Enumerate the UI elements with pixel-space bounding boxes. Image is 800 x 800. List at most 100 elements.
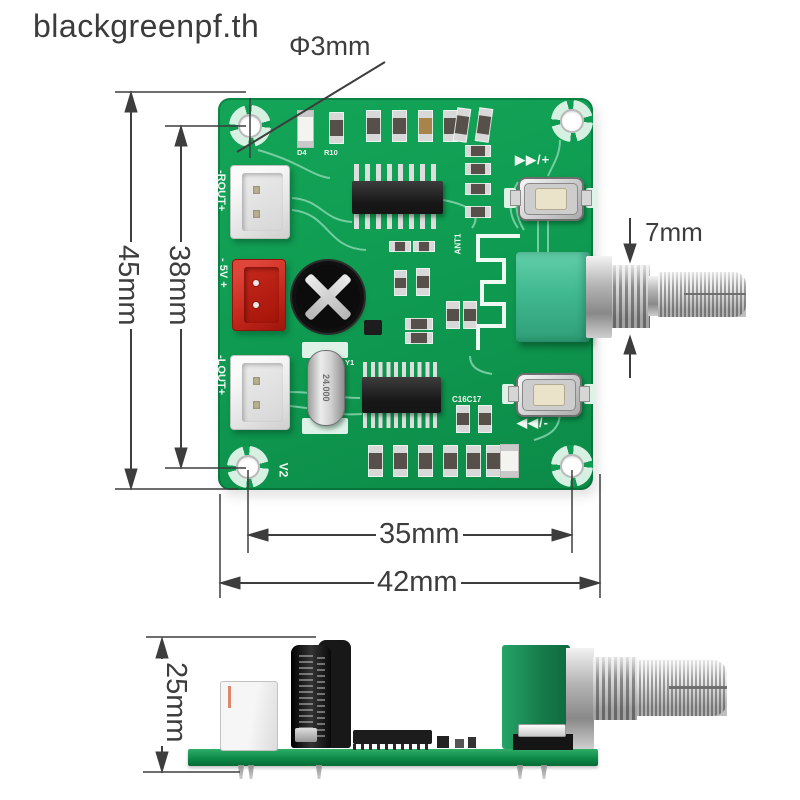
- smd-component: [465, 163, 491, 175]
- mounting-hole-bottom-right: [551, 445, 593, 487]
- crystal-oscillator: 24.000: [307, 350, 345, 426]
- ic1-pins: [354, 164, 442, 182]
- smd-component: [465, 145, 491, 157]
- potentiometer-side-thread: [593, 657, 637, 720]
- silkscreen-ant1-label: ANT1: [453, 233, 463, 255]
- dim-hole-pitch-35mm: 35mm: [376, 519, 463, 550]
- smd-component: [368, 445, 383, 477]
- smd-component: [418, 110, 433, 142]
- dim-board-height-45mm: 45mm: [112, 242, 144, 329]
- capacitor-print: [317, 653, 325, 737]
- button-side-plate: [518, 724, 566, 737]
- through-hole-pin: [541, 765, 547, 779]
- small-component-side: [455, 739, 464, 748]
- through-hole-pin: [248, 765, 254, 779]
- smd-component: [413, 241, 435, 252]
- connector-pin: [253, 280, 259, 286]
- dim-hole-diameter: Φ3mm: [286, 32, 374, 61]
- ic2-pins: [363, 413, 441, 428]
- dim-shaft-7mm: 7mm: [642, 218, 706, 246]
- smd-capacitor-c16: [456, 405, 470, 433]
- smd-diode: [500, 444, 519, 478]
- button-side-base: [513, 734, 573, 750]
- potentiometer-body: [516, 252, 590, 342]
- smd-component: [405, 332, 433, 344]
- connector-recess: [244, 267, 279, 323]
- ic2-pins: [363, 362, 441, 377]
- smd-component: [416, 268, 430, 296]
- ic-side-pins: [353, 744, 432, 750]
- smd-component: [366, 110, 381, 142]
- smd-component: [465, 183, 491, 195]
- through-hole-pin: [517, 765, 523, 779]
- silkscreen-r10-label: R10: [324, 148, 338, 157]
- connector-side-view: [220, 681, 278, 751]
- connector-pin: [253, 377, 260, 385]
- smd-component: [389, 241, 411, 252]
- mounting-hole-top-left: [229, 105, 271, 147]
- smd-component: [418, 445, 433, 477]
- connector-marking: [228, 686, 231, 708]
- next-volume-up-button: [510, 177, 592, 221]
- capacitor-print: [299, 655, 313, 735]
- smd-component: [405, 318, 433, 330]
- smd-component: [486, 445, 501, 477]
- dim-side-height-25mm: 25mm: [160, 659, 192, 746]
- shaft-slot: [684, 293, 746, 295]
- dim-board-width-42mm: 42mm: [374, 567, 461, 598]
- potentiometer-side-frame: [566, 648, 594, 749]
- potentiometer-knurled-shaft: [658, 272, 746, 317]
- silkscreen-lout-label: -LOUT+: [215, 355, 227, 396]
- button-contact: [579, 386, 590, 402]
- mounting-hole-top-right: [551, 100, 593, 142]
- pcb-board-side-view: [188, 749, 598, 766]
- electrolytic-capacitor: [296, 265, 360, 329]
- potentiometer-shaft-neck: [648, 276, 660, 316]
- smd-component: [463, 301, 477, 329]
- button-contact: [510, 190, 521, 206]
- smd-led-d4: [297, 110, 314, 148]
- connector-pin: [253, 302, 259, 308]
- dim-hole-pitch-38mm: 38mm: [163, 242, 195, 329]
- smd-component: [466, 445, 481, 477]
- smd-component: [392, 110, 407, 142]
- prev-volume-down-button: [508, 373, 590, 417]
- connector-recess: [242, 173, 283, 231]
- button-contact: [581, 190, 592, 206]
- silkscreen-version-label: V2: [276, 462, 291, 478]
- small-component-side: [468, 737, 476, 748]
- button-contact: [508, 386, 519, 402]
- smd-resistor-r10: [329, 112, 344, 144]
- watermark-text: blackgreenpf.th: [33, 8, 260, 44]
- ic1-amplifier-chip: [352, 181, 443, 214]
- potentiometer-side-knurled-shaft: [637, 660, 727, 716]
- ic2-bluetooth-chip: [362, 377, 441, 413]
- silkscreen-y1-label: Y1: [345, 358, 355, 367]
- silkscreen-rout-label: -ROUT+: [215, 170, 227, 212]
- lout-connector: [230, 355, 290, 430]
- silkscreen-5v-label: - 5V +: [217, 258, 229, 288]
- power-5v-connector: [232, 259, 286, 331]
- smd-component: [465, 206, 491, 218]
- capacitor-clip: [295, 728, 317, 742]
- connector-pin: [253, 210, 260, 218]
- smd-component: [446, 301, 460, 329]
- ic-side-view: [353, 730, 432, 744]
- through-hole-pin: [238, 765, 244, 779]
- silkscreen-prev-volume-down-label: ◀◀/-: [517, 415, 549, 430]
- connector-pin: [253, 401, 260, 409]
- crystal-frequency-label: 24.000: [321, 374, 331, 402]
- smd-capacitor-c17: [478, 405, 492, 433]
- smd-component: [394, 270, 407, 296]
- smd-component: [393, 445, 408, 477]
- silkscreen-c16c17-label: C16C17: [452, 395, 482, 404]
- ic1-pins: [354, 213, 442, 229]
- shaft-slot: [668, 686, 727, 689]
- connector-pin: [253, 186, 260, 194]
- potentiometer-bushing: [586, 256, 612, 338]
- rout-connector: [230, 165, 290, 239]
- through-hole-pin: [316, 765, 322, 779]
- silkscreen-d4-label: D4: [297, 148, 307, 157]
- small-component-side: [437, 736, 449, 748]
